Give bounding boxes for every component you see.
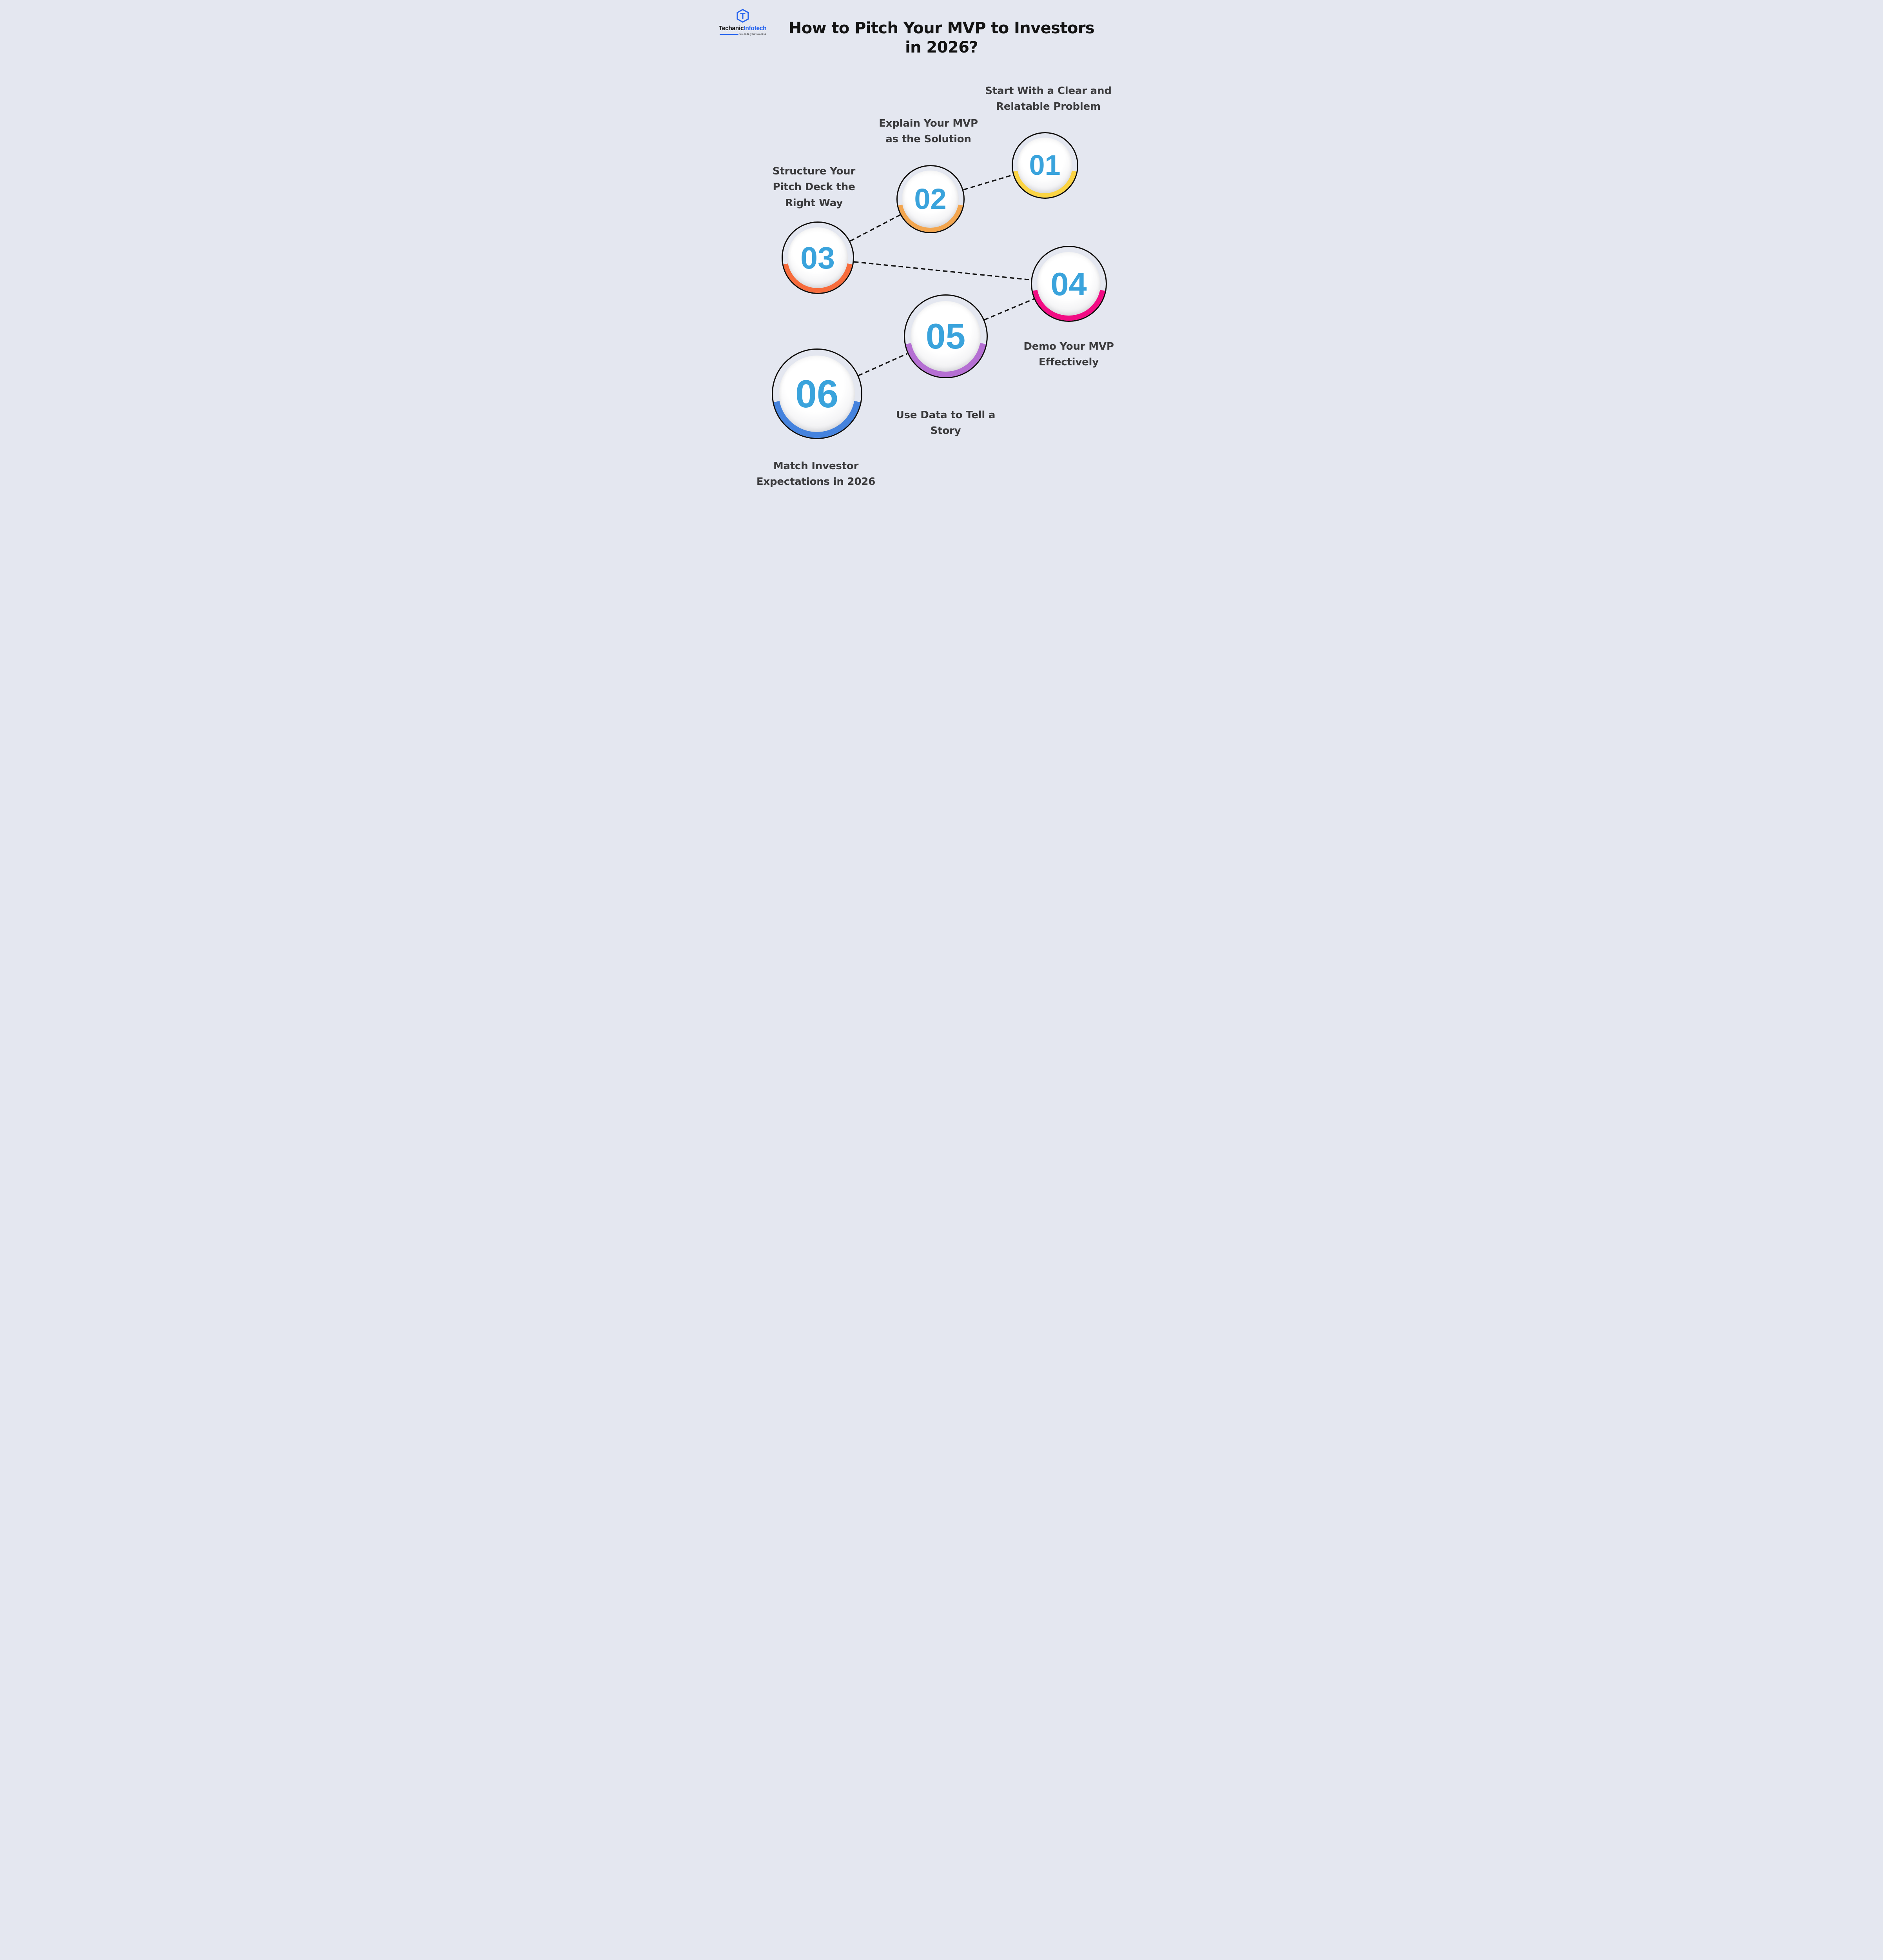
step-number: 02 xyxy=(914,183,947,215)
step-label-line: Pitch Deck the xyxy=(773,181,855,193)
step-label-line: Effectively xyxy=(1038,356,1099,368)
connector-line-03-04 xyxy=(854,261,1031,281)
step-label-line: Relatable Problem xyxy=(996,101,1101,113)
step-inner-disc: 05 xyxy=(910,301,981,372)
step-circle-04: 04 xyxy=(1030,246,1107,322)
step-label-02: Explain Your MVP as the Solution xyxy=(879,116,978,147)
step-label-line: Use Data to Tell a xyxy=(896,409,996,421)
brand-name: TechanicInfotech xyxy=(719,25,767,32)
step-label-line: as the Solution xyxy=(885,133,971,145)
step-number: 06 xyxy=(795,372,839,416)
step-circle-01: 01 xyxy=(1011,132,1078,199)
step-inner-disc: 01 xyxy=(1017,138,1073,193)
step-label-line: Right Way xyxy=(785,197,843,209)
step-number: 03 xyxy=(800,240,835,275)
step-number: 01 xyxy=(1029,150,1061,181)
brand-underline xyxy=(719,33,738,35)
page-title-line1: How to Pitch Your MVP to Investors xyxy=(788,19,1095,37)
step-label-line: Start With a Clear and xyxy=(985,85,1112,97)
step-circle-05: 05 xyxy=(903,294,988,378)
step-number: 04 xyxy=(1050,265,1087,302)
connector-line-02-01 xyxy=(963,174,1013,191)
brand-tagline: we code your success xyxy=(739,33,766,36)
step-circle-06: 06 xyxy=(771,348,862,439)
step-label-line: Story xyxy=(930,425,961,437)
step-circle-02: 02 xyxy=(896,165,965,233)
infographic-canvas: TechanicInfotech we code your success Ho… xyxy=(706,0,1177,512)
step-inner-disc: 03 xyxy=(787,227,848,288)
page-title: How to Pitch Your MVP to Investors in 20… xyxy=(706,19,1177,57)
connector-line-05-04 xyxy=(983,298,1035,321)
step-circle-03: 03 xyxy=(781,221,854,294)
step-label-05: Use Data to Tell a Story xyxy=(896,407,996,439)
brand-name-part2: Infotech xyxy=(744,25,767,32)
techanic-infotech-logo-icon xyxy=(737,9,749,23)
step-label-line: Explain Your MVP xyxy=(879,118,978,129)
page-title-line2: in 2026? xyxy=(905,38,978,56)
step-label-line: Match Investor xyxy=(773,460,859,472)
step-label-04: Demo Your MVP Effectively xyxy=(1023,339,1114,370)
step-inner-disc: 04 xyxy=(1037,252,1101,316)
brand-logo: TechanicInfotech we code your success xyxy=(719,9,767,36)
connector-line-03-02 xyxy=(849,214,901,242)
connector-line-06-05 xyxy=(858,353,908,376)
brand-tagline-row: we code your success xyxy=(719,33,766,36)
step-inner-disc: 02 xyxy=(902,171,959,228)
step-label-line: Structure Your xyxy=(772,165,856,177)
step-label-line: Expectations in 2026 xyxy=(756,476,876,488)
connector-lines xyxy=(849,174,1035,376)
step-number: 05 xyxy=(925,316,966,356)
step-label-line: Demo Your MVP xyxy=(1023,341,1114,352)
step-inner-disc: 06 xyxy=(778,356,855,432)
brand-name-part1: Techanic xyxy=(718,25,744,32)
